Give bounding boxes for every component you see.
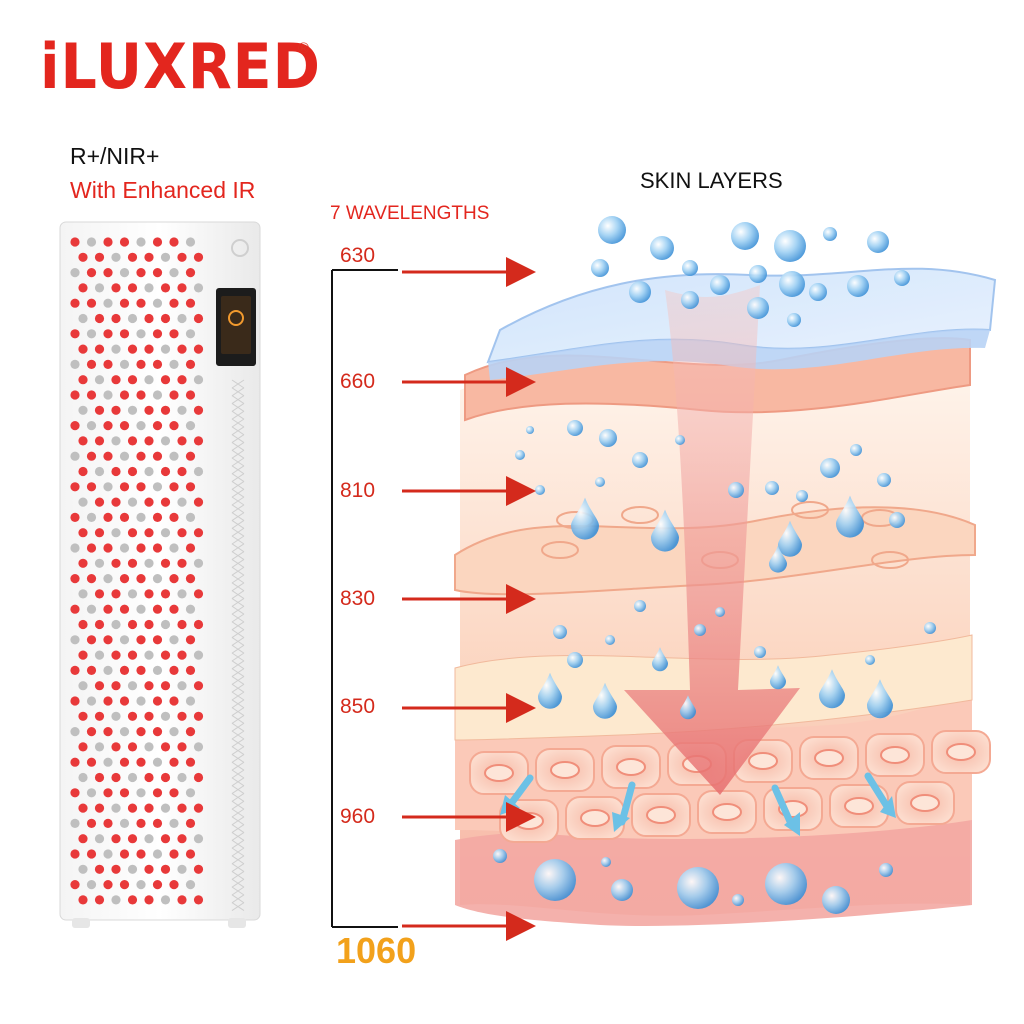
skin-cell [697,790,757,834]
water-bubble [535,485,545,495]
water-bubble [731,222,759,250]
water-bubble [553,625,567,639]
wavelength-label: 850 [340,695,376,718]
water-droplet [538,672,562,709]
water-bubble [774,230,806,262]
water-bubble [732,894,744,906]
water-bubble [629,281,651,303]
water-bubble [779,271,805,297]
water-bubble [515,450,525,460]
water-droplet [770,665,786,690]
water-bubble [728,482,744,498]
water-bubble [715,607,725,617]
skin-cell [799,736,859,780]
device-spec-label: R+/NIR+ [70,143,160,169]
water-bubble [601,857,611,867]
water-bubble [567,652,583,668]
water-bubble [682,260,698,276]
water-bubble [809,283,827,301]
water-bubble [823,227,837,241]
water-droplet [593,682,617,719]
water-bubble [822,886,850,914]
wavelength-label: 660 [340,370,376,393]
water-bubble [747,297,769,319]
water-bubble [675,435,685,445]
water-bubble [598,216,626,244]
water-bubble [820,458,840,478]
water-droplet [652,647,668,672]
skin-cell [895,781,955,825]
water-bubble [877,473,891,487]
water-bubble [847,275,869,297]
wavelength-label: 630 [340,244,376,267]
water-bubble [650,236,674,260]
wavelengths-heading: 7 WAVELENGTHS [330,203,490,224]
water-bubble [493,849,507,863]
water-droplet [571,497,599,540]
water-droplet [769,545,787,573]
skin-cell [931,730,991,774]
water-bubble [787,313,801,327]
water-bubble [749,265,767,283]
skin-cell [829,784,889,828]
skin-layers-diagram [454,216,997,926]
skin-cell [631,793,691,837]
water-bubble [765,481,779,495]
water-bubble [710,275,730,295]
water-bubble [677,867,719,909]
water-bubble [534,859,576,901]
water-droplet [651,509,679,552]
water-bubble [889,512,905,528]
water-bubble [924,622,936,634]
water-bubble [605,635,615,645]
water-bubble [595,477,605,487]
water-bubble [567,420,583,436]
water-bubble [765,863,807,905]
wavelength-label: 960 [340,805,376,828]
registered-mark: ® [298,40,310,57]
led-panel-device [59,221,261,928]
water-bubble [632,452,648,468]
wavelength-label: 830 [340,587,376,610]
brand-logo: iLUXRED [40,30,321,103]
skin-layers-title: SKIN LAYERS [640,168,783,193]
water-bubble [611,879,633,901]
water-bubble [681,291,699,309]
water-bubble [591,259,609,277]
wavelength-label: 810 [340,479,376,502]
wavelength-bracket [331,269,398,928]
wavelength-arrows [402,257,536,941]
water-bubble [865,655,875,665]
water-droplet [818,669,845,709]
water-droplet [778,520,802,557]
skin-cell [865,733,925,777]
water-bubble [850,444,862,456]
water-bubble [694,624,706,636]
skin-cell [535,748,595,792]
device-feature-label: With Enhanced IR [70,177,256,203]
skin-cell [469,751,529,795]
water-droplet [836,495,864,538]
water-bubble [599,429,617,447]
water-bubble [879,863,893,877]
water-bubble [754,646,766,658]
water-droplet [867,679,893,719]
water-bubble [867,231,889,253]
water-bubble [526,426,534,434]
wavelength-label-highlight: 1060 [336,930,417,971]
water-bubble [894,270,910,286]
water-bubble [634,600,646,612]
skin-cell [601,745,661,789]
water-droplet [680,695,696,720]
water-bubble [796,490,808,502]
